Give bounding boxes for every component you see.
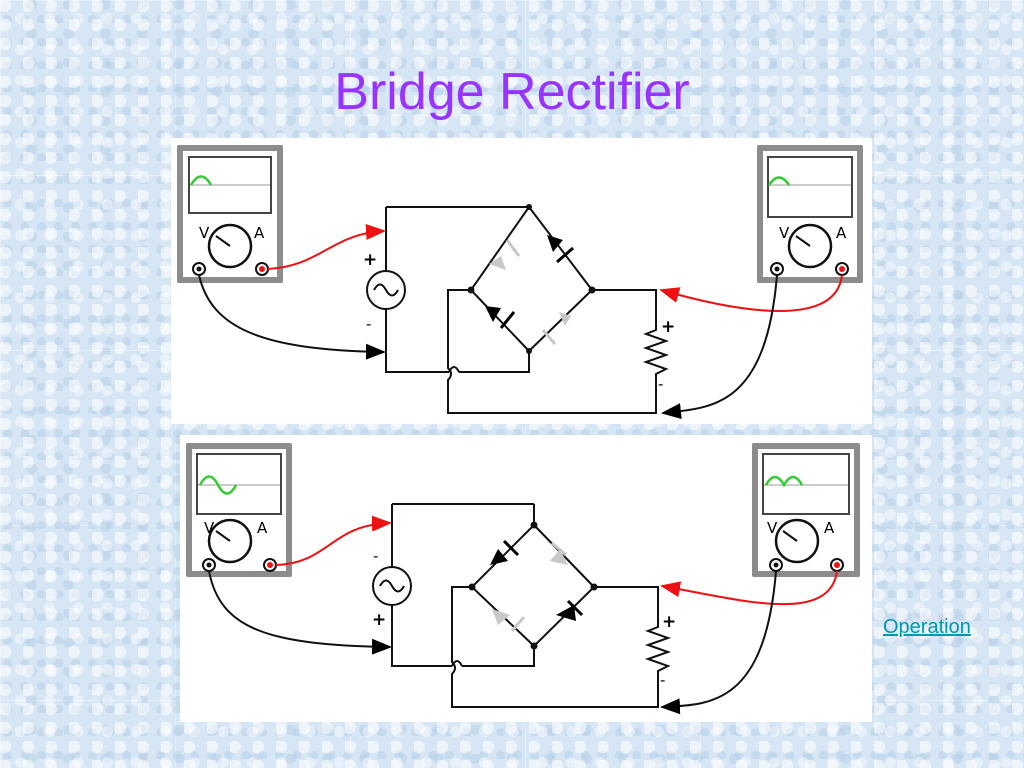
ac-source: - +: [372, 547, 412, 630]
volt-label: V: [199, 224, 210, 242]
load-polarity-bottom: -: [658, 375, 663, 393]
diode-lower-right: [556, 599, 584, 621]
source-polarity-bottom: -: [366, 315, 371, 333]
diode-lower-left: [485, 306, 516, 329]
probe-lead-black-right: [660, 570, 777, 715]
amp-label: A: [836, 224, 847, 242]
probe-lead-red-right: [660, 570, 838, 606]
circuit-wiring: [391, 503, 659, 708]
oscilloscope-meter-right: V A: [757, 145, 863, 283]
load-resistor: + -: [642, 317, 675, 393]
amp-label: A: [257, 519, 268, 537]
circuit-wiring: [385, 206, 657, 414]
load-polarity-bottom: -: [660, 671, 665, 689]
ac-source: + -: [363, 250, 406, 333]
volt-label: V: [767, 519, 778, 537]
diode-upper-right: [547, 235, 574, 264]
oscilloscope-meter-right: V A: [752, 443, 860, 577]
oscilloscope-meter-left: V A: [177, 145, 283, 283]
diode-upper-right: [550, 541, 568, 565]
volt-label: V: [204, 519, 215, 537]
diode-lower-left: [492, 609, 526, 632]
load-polarity-top: +: [662, 612, 676, 632]
volt-label: V: [779, 224, 790, 242]
circuit-diagram-top: V A V A: [171, 138, 872, 424]
probe-lead-red-left: [267, 224, 386, 270]
probe-lead-red-left: [275, 515, 392, 566]
source-polarity-top: -: [373, 547, 378, 565]
waveform-trace: [198, 475, 238, 495]
probe-lead-black-left: [208, 570, 392, 655]
amp-label: A: [254, 224, 265, 242]
diode-upper-left: [490, 539, 520, 565]
diode-upper-left: [489, 239, 521, 270]
amp-label: A: [824, 519, 835, 537]
probe-lead-black-right: [661, 274, 778, 420]
operation-link[interactable]: Operation: [883, 616, 971, 638]
load-polarity-top: +: [661, 317, 675, 337]
circuit-diagram-bottom: V A V A: [180, 435, 872, 722]
diode-lower-right: [541, 312, 571, 345]
source-polarity-top: +: [363, 250, 377, 270]
junction-dots: [467, 204, 596, 354]
probe-lead-black-left: [198, 274, 386, 360]
probe-lead-red-right: [659, 274, 843, 312]
source-polarity-bottom: +: [372, 610, 386, 630]
oscilloscope-meter-left: V A: [186, 443, 292, 577]
waveform-trace: [189, 175, 213, 186]
waveform-trace: [767, 176, 791, 186]
slide-title: Bridge Rectifier: [334, 63, 690, 121]
load-resistor: + -: [644, 612, 676, 689]
junction-dots: [468, 521, 598, 650]
waveform-trace: [764, 475, 804, 488]
